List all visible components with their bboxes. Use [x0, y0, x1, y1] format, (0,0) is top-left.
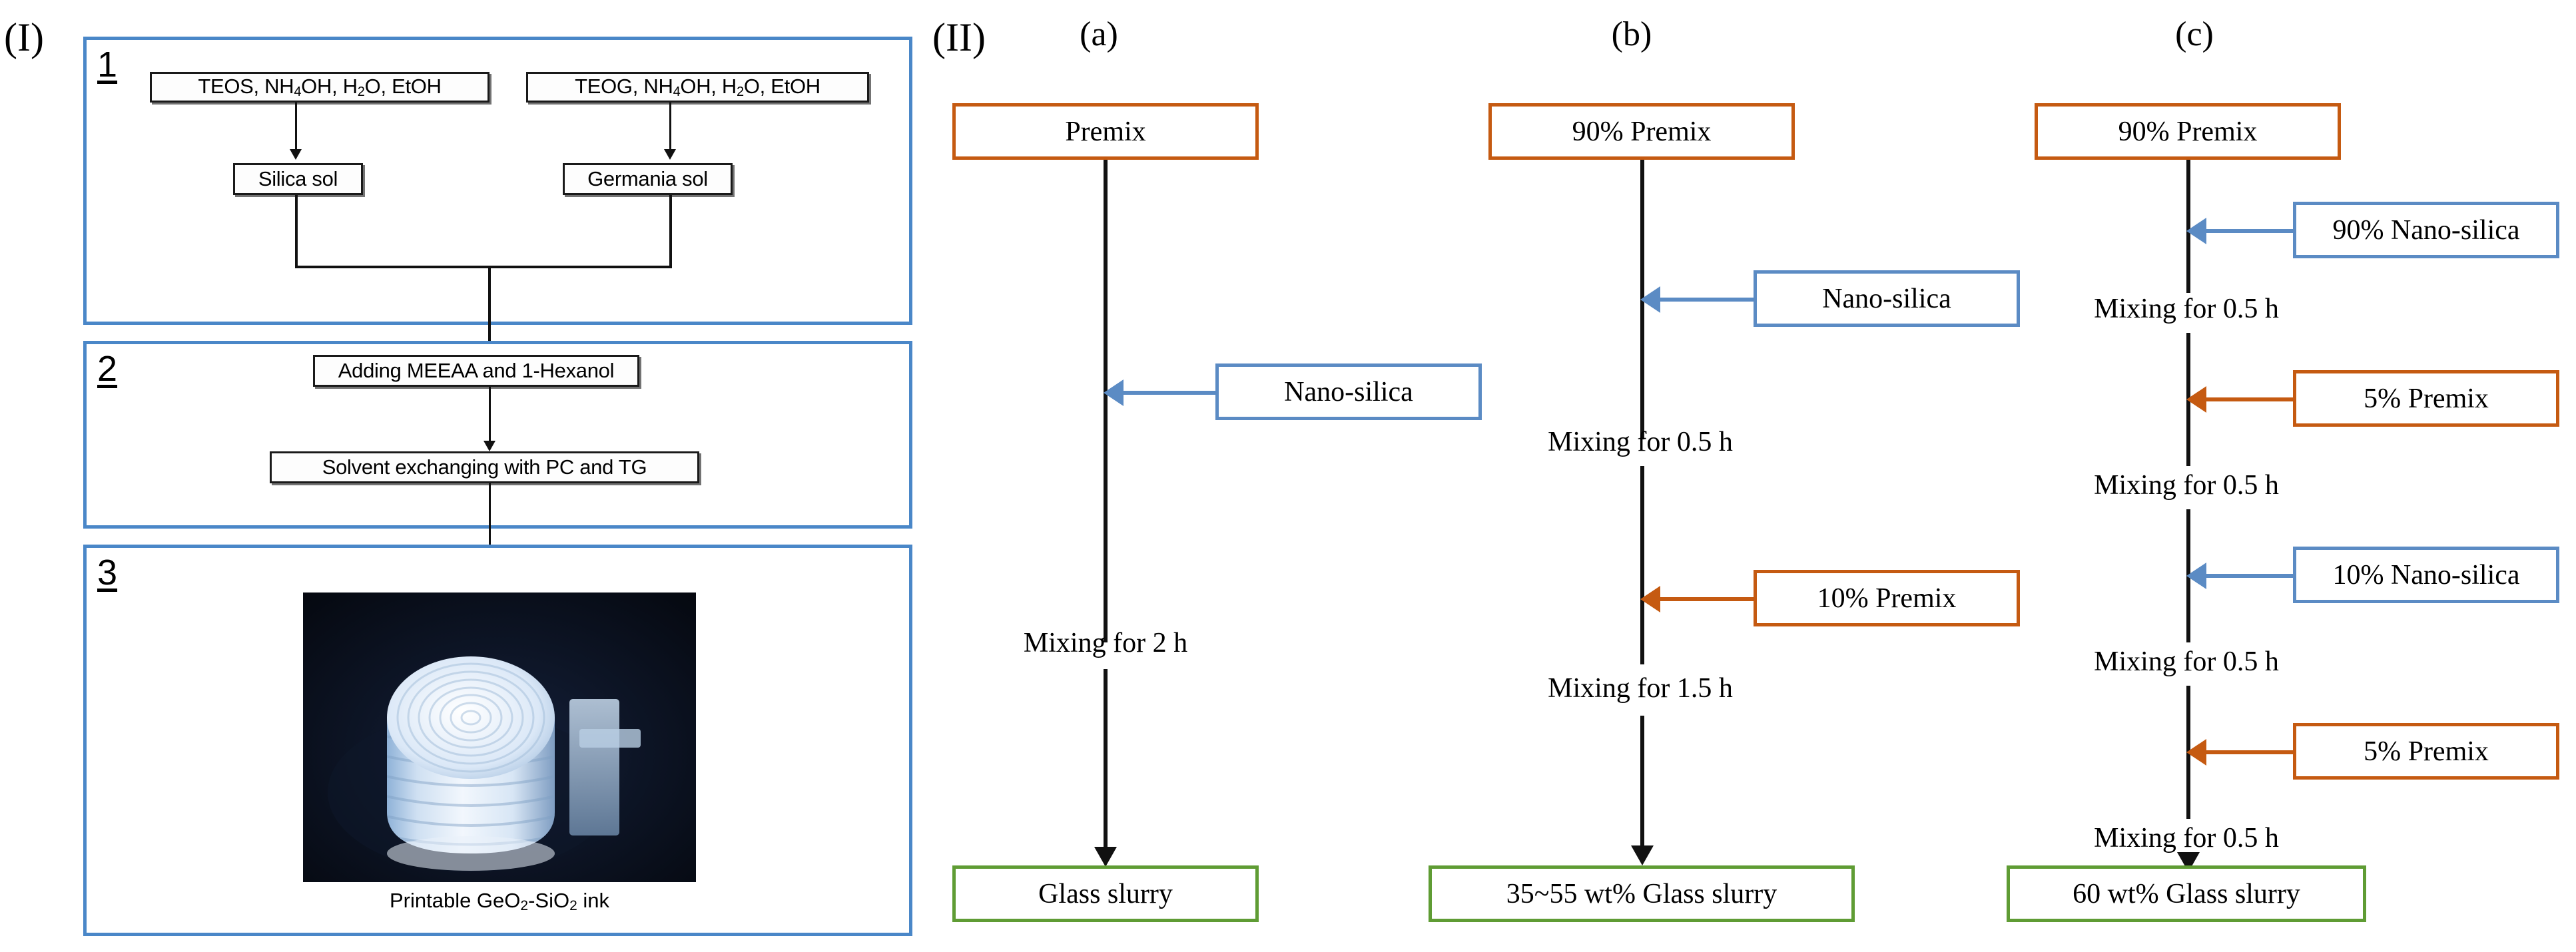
column-c-feed-1-shaft	[2206, 229, 2293, 233]
column-c-glass-slurry-box: 60 wt% Glass slurry	[2007, 865, 2366, 922]
step-1-number: 1	[97, 45, 118, 85]
column-b-stem-2	[1640, 466, 1644, 664]
column-c-mix-label-4: Mixing for 0.5 h	[2094, 823, 2279, 853]
merge-horizontal	[295, 266, 672, 268]
column-a-nano-silica-label: Nano-silica	[1284, 376, 1413, 407]
solvent-box: Solvent exchanging with PC and TG	[270, 451, 699, 483]
teos-to-silica-line	[295, 103, 297, 150]
column-c-feed-nano-silica-10	[2186, 563, 2293, 589]
teog-to-germania-line	[669, 103, 671, 150]
column-a-glass-slurry-box: Glass slurry	[952, 865, 1259, 922]
germania-sol-label: Germania sol	[587, 167, 708, 190]
silica-merge-down	[295, 195, 298, 267]
column-a-glass-slurry-label: Glass slurry	[1038, 878, 1173, 909]
solvent-box-label: Solvent exchanging with PC and TG	[322, 455, 647, 479]
adding-box: Adding MEEAA and 1-Hexanol	[313, 355, 639, 387]
column-b-premix-label: 90% Premix	[1572, 116, 1712, 147]
column-c-mix-label-1: Mixing for 0.5 h	[2094, 294, 2279, 324]
solvent-to-step3-line	[489, 483, 491, 571]
column-c-premix-5-b-box: 5% Premix	[2293, 723, 2559, 780]
panel-II-label: (II)	[932, 15, 986, 59]
teos-to-silica-arrowhead	[290, 149, 302, 160]
adding-box-label: Adding MEEAA and 1-Hexanol	[338, 359, 615, 382]
column-b-nano-silica-box: Nano-silica	[1754, 270, 2020, 327]
teos-box: TEOS, NH4OH, H2O, EtOH	[150, 72, 489, 103]
column-c-glass-slurry-label: 60 wt% Glass slurry	[2073, 878, 2300, 909]
column-c-premix-5-a-label: 5% Premix	[2364, 383, 2489, 414]
germania-sol-box: Germania sol	[563, 163, 733, 195]
column-c-premix-box: 90% Premix	[2035, 103, 2341, 160]
photo-caption-text: Printable GeO2-SiO2 ink	[389, 889, 610, 913]
teog-to-germania-arrowhead	[664, 149, 676, 160]
column-a-feed-shaft	[1124, 391, 1215, 395]
column-c-nano-silica-10-label: 10% Nano-silica	[2332, 559, 2520, 591]
silica-sol-box: Silica sol	[233, 163, 363, 195]
column-c-feed-nano-silica-90	[2186, 218, 2293, 244]
column-b-feed-nano-silica	[1640, 286, 1754, 313]
column-b-premix-10-label: 10% Premix	[1817, 583, 1957, 614]
column-c-premix-label: 90% Premix	[2118, 116, 2258, 147]
column-b-glass-slurry-label: 35~55 wt% Glass slurry	[1506, 878, 1777, 909]
column-a-final-arrowhead	[1094, 847, 1117, 867]
column-a-nano-silica-box: Nano-silica	[1215, 363, 1482, 420]
column-b-nano-silica-label: Nano-silica	[1822, 283, 1951, 314]
column-c-premix-5-a-box: 5% Premix	[2293, 370, 2559, 427]
silica-sol-label: Silica sol	[258, 167, 338, 190]
merge-to-step2	[488, 266, 491, 347]
column-b-feed-2-arrowhead	[1640, 586, 1660, 612]
column-c-feed-4-shaft	[2206, 750, 2293, 754]
column-c-feed-2-arrowhead	[2186, 386, 2206, 413]
column-c-feed-premix-5-b	[2186, 739, 2293, 766]
adding-to-solvent-arrowhead	[483, 441, 495, 451]
column-c-feed-premix-5-a	[2186, 386, 2293, 413]
step-2-number: 2	[97, 349, 118, 389]
column-b-premix-10-box: 10% Premix	[1754, 570, 2020, 626]
column-a-premix-box: Premix	[952, 103, 1259, 160]
column-b-mix-label-1: Mixing for 0.5 h	[1548, 427, 1733, 457]
column-b-feed-2-shaft	[1660, 597, 1754, 601]
printed-ink-photo-caption: Printable GeO2-SiO2 ink	[303, 889, 696, 914]
teos-box-label: TEOS, NH4OH, H2O, EtOH	[198, 75, 442, 99]
printed-ink-photo-graphic	[303, 593, 696, 882]
column-a-stem-2	[1104, 669, 1108, 852]
column-b-feed-premix	[1640, 586, 1754, 612]
adding-to-solvent-line	[489, 387, 491, 445]
column-b-mix-label-2: Mixing for 1.5 h	[1548, 673, 1733, 704]
teog-box: TEOG, NH4OH, H2O, EtOH	[526, 72, 869, 103]
column-b-glass-slurry-box: 35~55 wt% Glass slurry	[1429, 865, 1855, 922]
column-b-feed-1-arrowhead	[1640, 286, 1660, 313]
printed-ink-photo	[303, 593, 696, 882]
column-c-feed-3-arrowhead	[2186, 563, 2206, 589]
column-a-premix-label: Premix	[1065, 116, 1146, 147]
column-b-stem-3	[1640, 716, 1644, 849]
column-c-nano-silica-90-label: 90% Nano-silica	[2332, 214, 2520, 246]
column-c-premix-5-b-label: 5% Premix	[2364, 736, 2489, 767]
column-a-feed-arrowhead	[1104, 379, 1124, 406]
panel-I-label: (I)	[4, 15, 44, 59]
column-c-mix-label-2: Mixing for 0.5 h	[2094, 470, 2279, 501]
step-3-number: 3	[97, 553, 118, 593]
column-a-feed-nano-silica	[1104, 379, 1215, 406]
column-b-final-arrowhead	[1631, 845, 1654, 865]
column-c-feed-4-arrowhead	[2186, 739, 2206, 766]
column-b-feed-1-shaft	[1660, 298, 1754, 302]
column-b-premix-box: 90% Premix	[1488, 103, 1795, 160]
column-a-letter: (a)	[1080, 15, 1118, 53]
column-a-mix-label-1: Mixing for 2 h	[1023, 628, 1188, 658]
column-c-feed-2-shaft	[2206, 397, 2293, 401]
germania-merge-down	[669, 195, 672, 267]
column-c-feed-1-arrowhead	[2186, 218, 2206, 244]
column-c-feed-3-shaft	[2206, 574, 2293, 578]
column-c-nano-silica-90-box: 90% Nano-silica	[2293, 202, 2559, 258]
column-c-letter: (c)	[2175, 15, 2214, 53]
column-b-letter: (b)	[1611, 15, 1652, 53]
teog-box-label: TEOG, NH4OH, H2O, EtOH	[575, 75, 820, 99]
column-c-mix-label-3: Mixing for 0.5 h	[2094, 646, 2279, 677]
column-c-nano-silica-10-box: 10% Nano-silica	[2293, 547, 2559, 603]
